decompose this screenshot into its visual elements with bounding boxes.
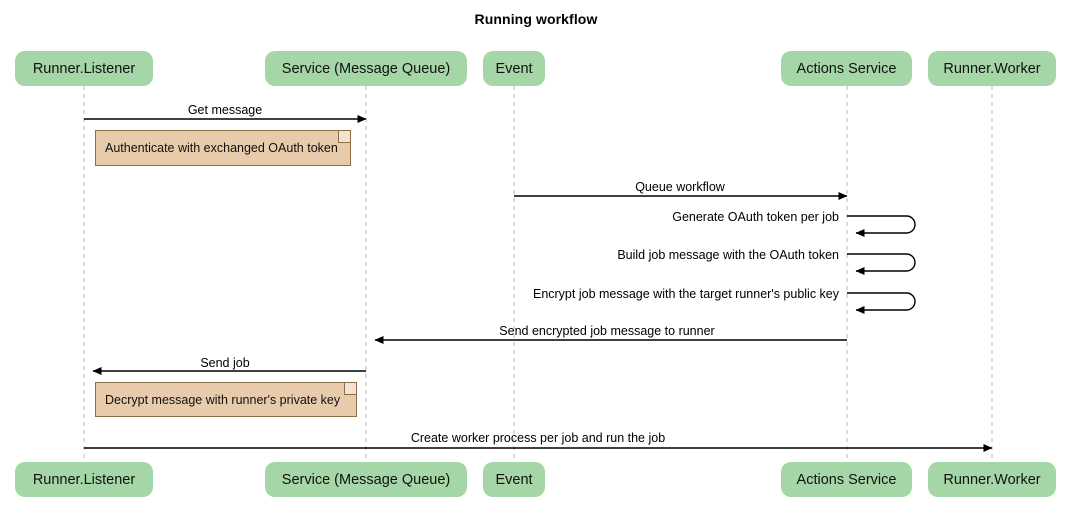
actor-event-top[interactable]: Event [483,51,545,86]
message-label-send-job: Send job [200,356,250,370]
actor-label: Service (Message Queue) [281,60,451,77]
actor-actions-service-bottom[interactable]: Actions Service [781,462,912,497]
lifelines-layer [83,86,993,462]
actor-label: Actions Service [796,60,897,77]
message-label-get-message: Get message [187,103,263,117]
message-label-send-encrypted-job-message-to-runner: Send encrypted job message to runner [499,324,715,338]
actor-runner-listener-bottom[interactable]: Runner.Listener [15,462,153,497]
actor-label: Runner.Listener [32,60,136,77]
actor-actions-service-top[interactable]: Actions Service [781,51,912,86]
actor-label: Runner.Worker [943,471,1041,488]
actor-runner-worker-top[interactable]: Runner.Worker [928,51,1056,86]
messages-layer [84,115,993,452]
actor-runner-worker-bottom[interactable]: Runner.Worker [928,462,1056,497]
message-label-queue-workflow: Queue workflow [635,180,725,194]
note-fold-corner-icon [338,131,350,143]
actor-label: Runner.Listener [32,471,136,488]
note-decrypt-message-with-runners-private-key: Decrypt message with runner's private ke… [95,382,357,417]
message-label-encrypt-job-message-with-the-target-runners-public-key: Encrypt job message with the target runn… [532,287,839,301]
actor-service-message-queue-top[interactable]: Service (Message Queue) [265,51,467,86]
actor-label: Runner.Worker [943,60,1041,77]
page-title: Running workflow [474,11,598,27]
actor-label: Event [495,60,533,77]
actor-label: Event [495,471,533,488]
actor-label: Service (Message Queue) [281,471,451,488]
message-path-encrypt-job-message-with-the-target-runners-public-key [847,292,916,314]
message-label-build-job-message-with-the-oauth-token: Build job message with the OAuth token [617,248,839,262]
message-label-create-worker-process-per-job-and-run-the-job: Create worker process per job and run th… [410,431,666,445]
message-path-build-job-message-with-the-oauth-token [847,253,916,275]
note-label: Decrypt message with runner's private ke… [105,392,341,407]
message-label-generate-oauth-token-per-job: Generate OAuth token per job [672,210,839,224]
message-path-generate-oauth-token-per-job [847,215,916,237]
note-label: Authenticate with exchanged OAuth token [105,141,338,155]
actor-service-message-queue-bottom[interactable]: Service (Message Queue) [265,462,467,497]
note-authenticate-with-exchanged-oauth-token: Authenticate with exchanged OAuth token [95,130,351,166]
actor-runner-listener-top[interactable]: Runner.Listener [15,51,153,86]
actor-label: Actions Service [796,471,897,488]
actor-event-bottom[interactable]: Event [483,462,545,497]
note-fold-corner-icon [344,383,356,395]
